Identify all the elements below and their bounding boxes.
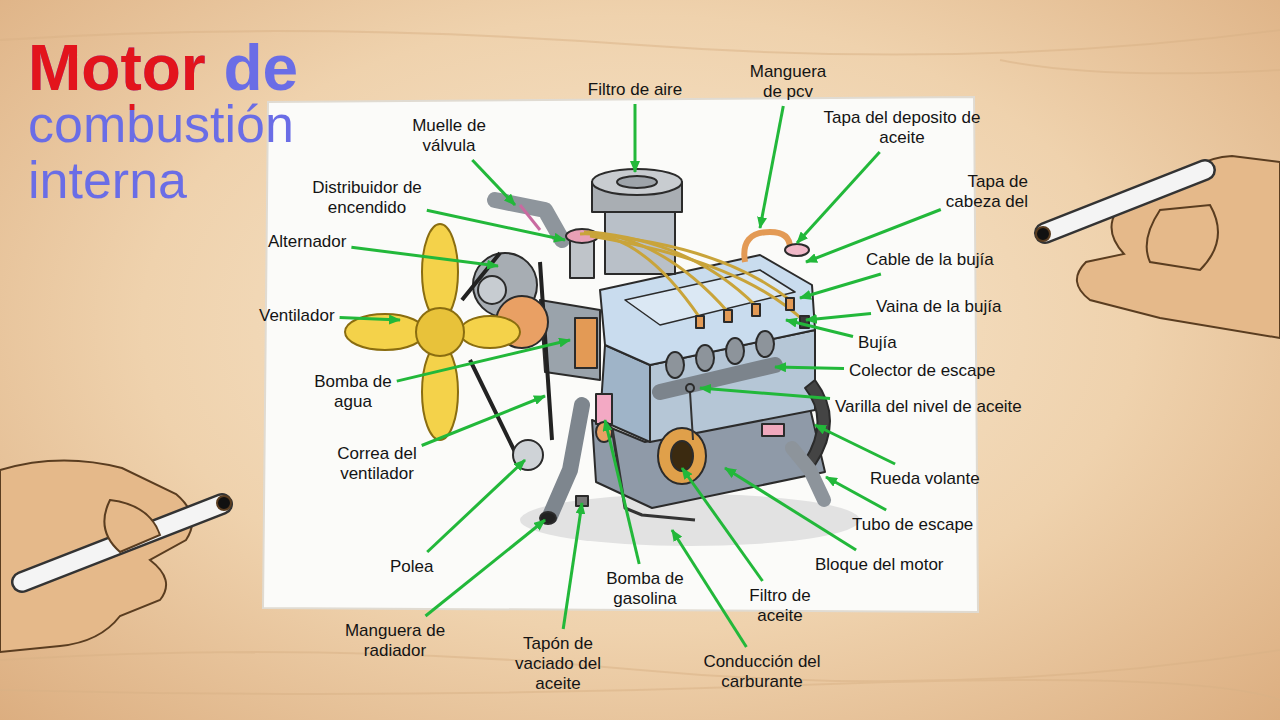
engine-drawing [617, 176, 657, 188]
part-label: Tubo de escape [852, 515, 973, 535]
engine-drawing [422, 224, 458, 320]
engine-drawing [462, 253, 552, 452]
hand-right [1036, 227, 1050, 241]
leader-arrow [806, 313, 871, 320]
part-label: Alternador [268, 232, 346, 252]
engine-drawing [744, 232, 790, 262]
engine-drawing [658, 428, 706, 484]
leader-arrow [800, 274, 881, 298]
part-label: Varilla del nivel de aceite [835, 397, 1022, 417]
part-label: Conducción del carburante [692, 652, 832, 692]
engine-drawing [416, 308, 464, 356]
engine-drawing [686, 384, 694, 392]
leader-arrow [422, 396, 545, 446]
leader-arrow [786, 320, 853, 337]
engine-drawing [666, 352, 684, 378]
leader-arrow [427, 210, 565, 240]
part-label: Polea [390, 557, 433, 577]
part-label: Muelle de válvula [399, 116, 499, 156]
part-label: Tapa de cabeza del [918, 172, 1028, 212]
engine-drawing [575, 318, 597, 368]
engine-drawing [520, 205, 540, 230]
engine-drawing [756, 331, 774, 357]
engine-drawing [580, 232, 805, 322]
part-label: Vaina de la bujía [876, 297, 1001, 317]
part-label: Tapa del deposito de aceite [822, 108, 982, 148]
leader-arrow [472, 160, 515, 205]
part-label: Bomba de gasolina [595, 569, 695, 609]
engine-drawing [345, 169, 860, 546]
engine-drawing [726, 338, 744, 364]
part-label: Ventilador [259, 306, 335, 326]
part-label: Correa del ventilador [322, 444, 432, 484]
part-label: Filtro de aceite [735, 586, 825, 626]
leader-arrow [351, 247, 498, 266]
hand-right [1036, 156, 1280, 338]
leader-arrow [563, 503, 582, 629]
wood-grain [0, 680, 1280, 700]
part-label: Colector de escape [849, 361, 995, 381]
engine-drawing [495, 200, 562, 240]
hand-right [1147, 205, 1218, 270]
part-label: Tapón de vaciado del aceite [508, 634, 608, 694]
engine-drawing [785, 244, 809, 256]
engine-drawing [696, 345, 714, 371]
leader-arrow [427, 460, 525, 552]
part-label: Distribuidor de encendido [287, 178, 447, 218]
part-label: Bujía [858, 333, 897, 353]
leader-arrow [340, 317, 400, 320]
part-label: Filtro de aire [588, 80, 682, 100]
engine-drawing [590, 236, 805, 322]
leader-arrow [725, 468, 856, 550]
leader-arrow [797, 152, 880, 243]
engine-drawing [671, 441, 693, 471]
engine-drawing [805, 380, 830, 465]
engine-drawing [696, 316, 704, 328]
engine-drawing [752, 304, 760, 316]
hand-left [0, 460, 231, 652]
leader-arrow [775, 367, 844, 369]
leader-arrow [426, 520, 546, 616]
part-label: Manguera de radiador [330, 621, 460, 661]
hand-left [104, 500, 160, 552]
leader-arrow [700, 388, 830, 399]
part-label: Bloque del motor [815, 555, 944, 575]
leader-arrow [634, 104, 637, 172]
engine-drawing [460, 316, 520, 348]
leader-arrow [605, 420, 639, 564]
engine-drawing [625, 270, 795, 325]
engine-drawing [605, 212, 675, 274]
engine-drawing [592, 169, 682, 195]
engine-drawing [596, 394, 612, 424]
engine-drawing [792, 448, 824, 500]
leader-arrow [672, 530, 746, 647]
engine-drawing [690, 392, 693, 440]
engine-drawing [478, 276, 506, 304]
hand-left [217, 496, 231, 510]
wood-grain [0, 30, 1280, 700]
engine-drawing [762, 424, 784, 436]
engine-drawing [786, 298, 794, 310]
part-label: Bomba de agua [308, 372, 398, 412]
leader-arrow [397, 340, 570, 381]
part-label: Cable de la bujía [866, 250, 994, 270]
leader-arrow [760, 106, 783, 228]
part-label: Manguera de pcv [738, 62, 838, 102]
engine-drawing [422, 344, 458, 440]
wood-grain [0, 650, 1280, 681]
engine-drawing [724, 310, 732, 322]
engine-drawing [588, 232, 756, 306]
leader-arrow [815, 425, 895, 464]
wood-grain [1000, 60, 1280, 73]
part-label: Rueda volante [870, 469, 980, 489]
